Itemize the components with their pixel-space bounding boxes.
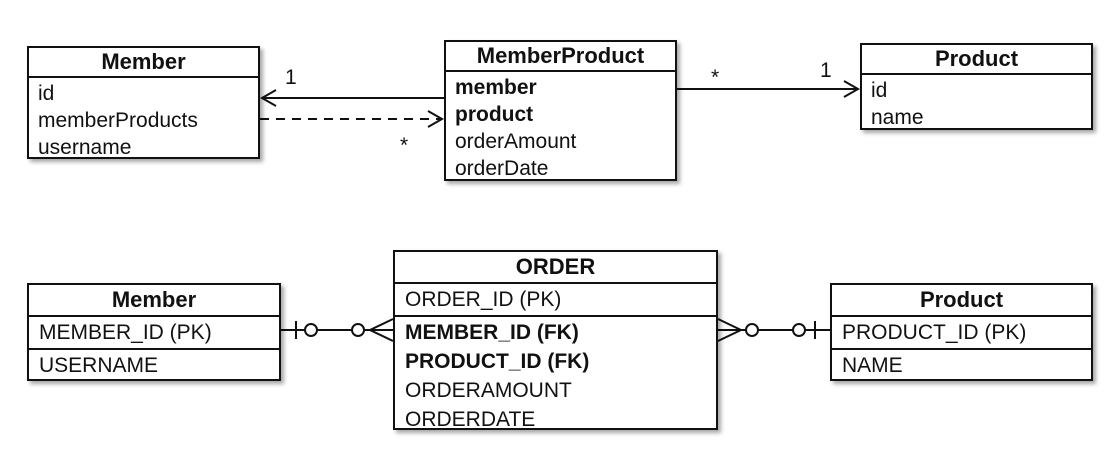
optional-circle-mark	[351, 323, 365, 337]
field-member: member	[455, 76, 537, 99]
pk-column: MEMBER_ID (PK)	[39, 321, 212, 344]
table-column: ORDERDATE	[405, 408, 536, 431]
uml-product-class: Product id name	[860, 43, 1093, 130]
class-title: Member	[29, 48, 258, 78]
field-product: product	[455, 103, 534, 126]
uml-member-class: Member id memberProducts username	[27, 46, 260, 159]
class-title: MemberProduct	[446, 42, 675, 72]
er-member-order-line	[281, 318, 394, 342]
er-order-product-line	[717, 318, 830, 342]
table-column: ORDERAMOUNT	[405, 379, 572, 402]
field-list: id name	[862, 75, 1091, 131]
field-id: id	[871, 79, 888, 102]
column-section: NAME	[832, 350, 1091, 381]
field-list: id memberProducts username	[29, 78, 258, 161]
field-orderamount: orderAmount	[455, 130, 577, 153]
pk-section: PRODUCT_ID (PK)	[832, 317, 1091, 350]
column-section: USERNAME	[29, 350, 279, 381]
optional-circle-mark	[304, 323, 318, 337]
er-order-table: ORDER ORDER_ID (PK) MEMBER_ID (FK) PRODU…	[393, 250, 718, 431]
table-title: Product	[832, 285, 1091, 317]
class-title: Product	[862, 45, 1091, 75]
pk-section: ORDER_ID (PK)	[395, 284, 716, 317]
table-title: ORDER	[395, 252, 716, 284]
table-column: USERNAME	[39, 354, 159, 377]
field-list: member product orderAmount orderDate	[446, 72, 675, 182]
field-id: id	[38, 82, 55, 105]
table-column: NAME	[842, 354, 903, 377]
crows-foot-mark	[367, 318, 394, 342]
field-orderdate: orderDate	[455, 157, 549, 180]
multiplicity-many-memberproduct-product: *	[711, 66, 720, 89]
field-memberproducts: memberProducts	[38, 109, 198, 132]
pk-column: PRODUCT_ID (PK)	[842, 321, 1027, 344]
optional-circle-mark	[792, 323, 806, 337]
member-products-dashed-line	[260, 110, 445, 128]
field-name: name	[871, 106, 924, 129]
multiplicity-one-product: 1	[820, 59, 832, 82]
uml-memberproduct-class: MemberProduct member product orderAmount…	[444, 40, 677, 181]
crows-foot-mark	[717, 318, 744, 342]
column-section: MEMBER_ID (FK) PRODUCT_ID (FK) ORDERAMOU…	[395, 317, 716, 435]
er-product-table: Product PRODUCT_ID (PK) NAME	[830, 283, 1093, 381]
er-member-table: Member MEMBER_ID (PK) USERNAME	[27, 283, 281, 381]
pk-section: MEMBER_ID (PK)	[29, 317, 279, 350]
pk-column: ORDER_ID (PK)	[405, 288, 562, 311]
fk-column-member: MEMBER_ID (FK)	[405, 321, 579, 344]
multiplicity-many-memberproduct: *	[400, 134, 409, 157]
table-title: Member	[29, 285, 279, 317]
field-username: username	[38, 136, 132, 159]
fk-column-product: PRODUCT_ID (FK)	[405, 350, 590, 373]
product-association-line	[677, 80, 861, 98]
member-association-line	[259, 89, 444, 107]
optional-circle-mark	[745, 323, 759, 337]
multiplicity-one-member: 1	[285, 66, 297, 89]
